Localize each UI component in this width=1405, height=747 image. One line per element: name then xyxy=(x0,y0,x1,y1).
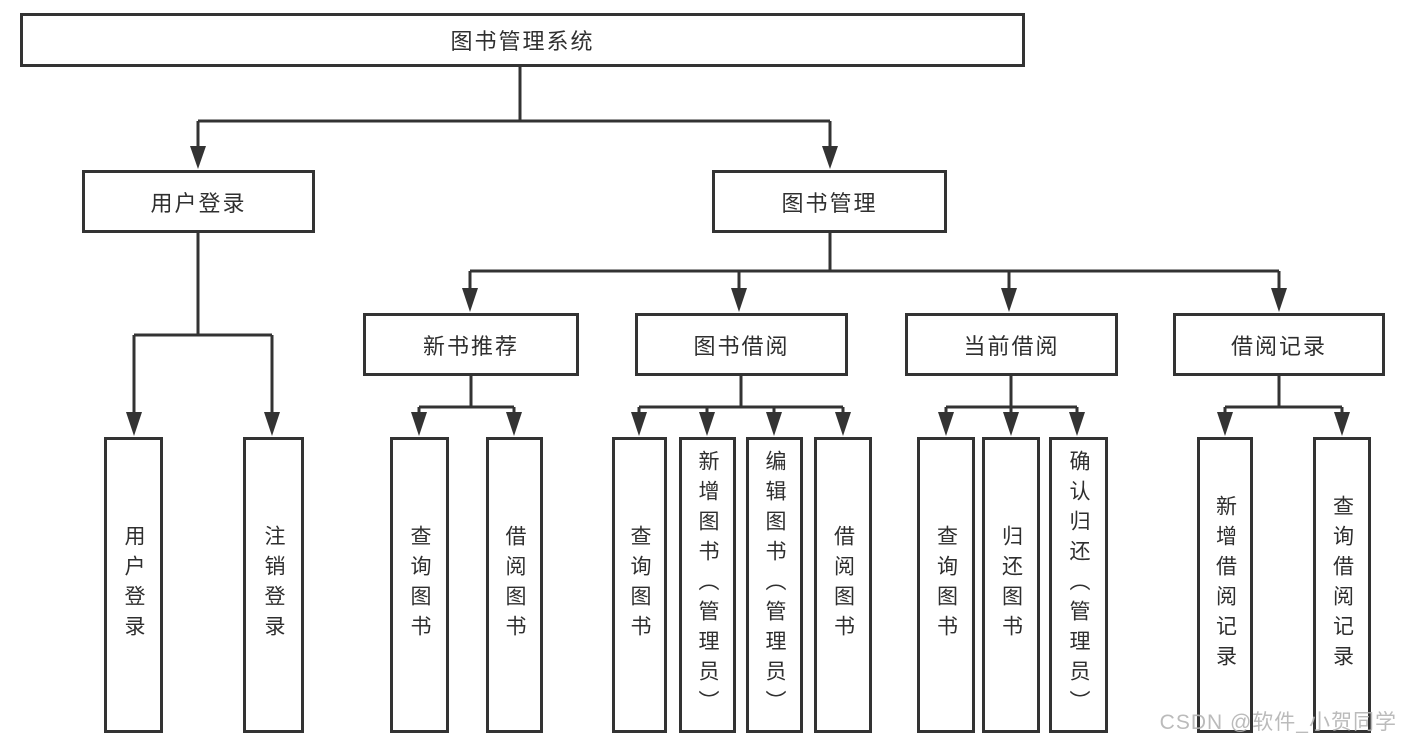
node-leaf-bb-borrow-books: 借阅图书 xyxy=(814,437,872,733)
connector-new-book-rec-branch xyxy=(417,376,516,414)
node-leaf-bb-add-book-admin: 新增图书（管理员） xyxy=(679,437,736,733)
arrowhead-cb-return xyxy=(1003,412,1019,436)
connector-user-login-branch xyxy=(132,233,274,414)
arrowhead-br-add xyxy=(1217,412,1233,436)
node-current-borrow: 当前借阅 xyxy=(905,313,1118,376)
arrowhead-bb-edit xyxy=(766,412,782,436)
node-book-mgmt: 图书管理 xyxy=(712,170,947,233)
node-leaf-cb-query-books: 查询图书 xyxy=(917,437,975,733)
node-leaf-user-login: 用户登录 xyxy=(104,437,163,733)
node-leaf-bb-edit-book-admin: 编辑图书（管理员） xyxy=(746,437,803,733)
arrowhead-logout xyxy=(264,412,280,436)
connector-book-mgmt-branch xyxy=(468,233,1281,290)
arrowhead-current-borrow xyxy=(1001,288,1017,312)
node-root: 图书管理系统 xyxy=(20,13,1025,67)
arrowhead-borrow-records xyxy=(1271,288,1287,312)
arrowhead-book-borrow xyxy=(731,288,747,312)
node-new-book-recommend: 新书推荐 xyxy=(363,313,579,376)
connector-borrow-records-branch xyxy=(1223,376,1344,414)
arrowhead-user-login xyxy=(190,146,206,169)
arrowhead-br-query xyxy=(1334,412,1350,436)
node-leaf-cb-return-book: 归还图书 xyxy=(982,437,1040,733)
arrowhead-book-mgmt xyxy=(822,146,838,169)
node-leaf-nbr-borrow-books: 借阅图书 xyxy=(486,437,543,733)
connector-book-borrow-branch xyxy=(637,376,845,414)
node-leaf-cb-confirm-return-admin: 确认归还（管理员） xyxy=(1049,437,1108,733)
connector-current-borrow-branch xyxy=(944,376,1079,414)
arrowhead-nbr-borrow xyxy=(506,412,522,436)
arrowhead-cb-confirm xyxy=(1069,412,1085,436)
arrowhead-bb-query xyxy=(631,412,647,436)
node-leaf-br-query-record: 查询借阅记录 xyxy=(1313,437,1371,733)
node-leaf-nbr-query-books: 查询图书 xyxy=(390,437,449,733)
node-book-borrow: 图书借阅 xyxy=(635,313,848,376)
node-user-login: 用户登录 xyxy=(82,170,315,233)
arrowhead-bb-add xyxy=(699,412,715,436)
node-leaf-logout: 注销登录 xyxy=(243,437,304,733)
arrowhead-cb-query xyxy=(938,412,954,436)
arrowhead-new-book-rec xyxy=(462,288,478,312)
node-leaf-br-add-record: 新增借阅记录 xyxy=(1197,437,1253,733)
node-leaf-bb-query-books: 查询图书 xyxy=(612,437,667,733)
arrowhead-login xyxy=(126,412,142,436)
arrowhead-bb-borrow xyxy=(835,412,851,436)
node-borrow-records: 借阅记录 xyxy=(1173,313,1385,376)
csdn-watermark: CSDN @软件_小贺同学 xyxy=(1159,711,1397,734)
arrowhead-nbr-query xyxy=(411,412,427,436)
connector-root-branch xyxy=(196,67,832,148)
